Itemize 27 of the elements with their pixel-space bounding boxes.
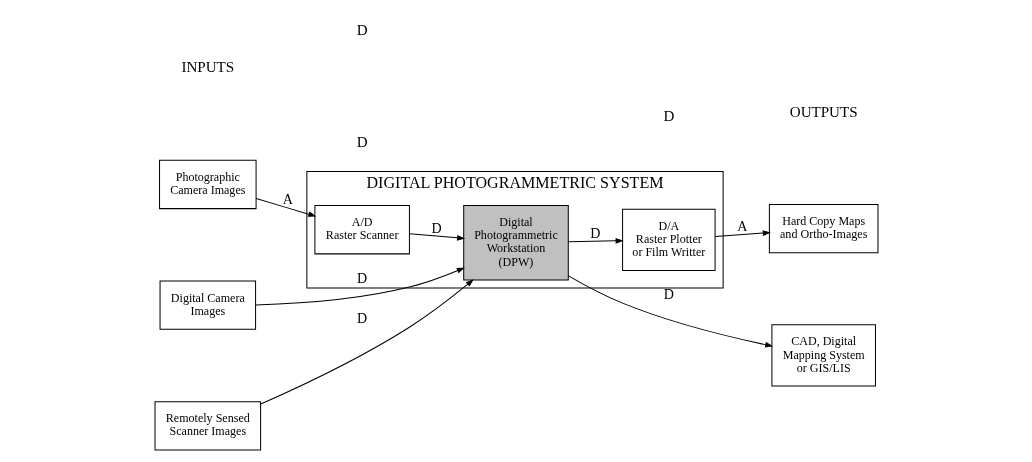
node-box: D/A Raster Plotter or Film Writter: [621, 208, 716, 271]
label: INPUTS: [180, 59, 234, 76]
arrow: [255, 198, 316, 217]
node-box: A/D Raster Scanner: [313, 205, 410, 255]
arrow: [714, 230, 771, 237]
edge-label: D: [356, 270, 367, 287]
label: D: [662, 107, 674, 124]
edge-label: D: [430, 219, 442, 236]
edge-label: A: [282, 190, 293, 207]
node-box: Remotely Sensed Scanner Images: [154, 401, 261, 451]
edge-label: A: [736, 217, 747, 234]
node-box: Photographic Camera Images: [158, 159, 257, 210]
node-box: Hard Copy Maps and Ortho-Images: [768, 204, 878, 254]
arrow: [408, 233, 465, 241]
node-box: CAD, Digital Mapping System or GIS/LIS: [770, 324, 876, 387]
arrow: [567, 238, 624, 244]
node-box: Digital Camera Images: [159, 280, 256, 330]
node-box: Digital Photogrammetric Workstation (DPW): [462, 205, 569, 281]
label: D: [356, 133, 368, 150]
arrow: [259, 279, 474, 405]
edge-label: D: [663, 286, 674, 303]
arrow: [254, 267, 465, 306]
label: D: [356, 22, 368, 39]
edge-label: D: [356, 310, 367, 327]
label: OUTPUTS: [789, 103, 858, 120]
arrow: [567, 275, 773, 348]
edge-label: D: [589, 224, 601, 241]
